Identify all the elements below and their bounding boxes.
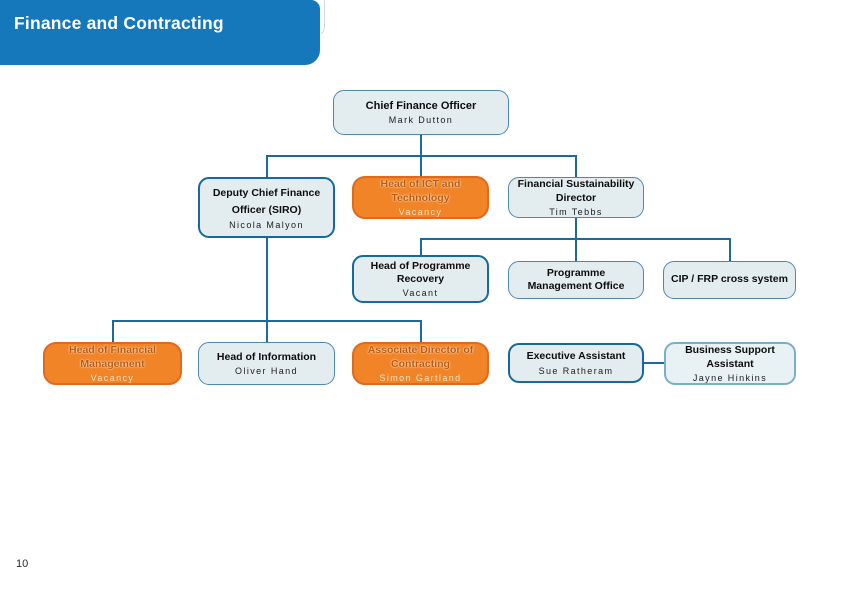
connector-drop-adc	[420, 320, 422, 343]
decorative-curve-line	[308, 0, 325, 38]
connector-drop-fsd	[575, 155, 577, 178]
org-node-head-of-financial-management: Head of Financial Management Vacancy	[43, 342, 182, 385]
page-number: 10	[16, 558, 29, 570]
org-node-head-of-information: Head of Information Oliver Hand	[198, 342, 335, 385]
org-node-cip-frp-cross-system: CIP / FRP cross system	[663, 261, 796, 299]
node-person: Oliver Hand	[235, 366, 298, 377]
node-person: Tim Tebbs	[549, 206, 603, 217]
node-person: Vacancy	[90, 372, 135, 383]
node-title: Chief Finance Officer	[365, 99, 477, 112]
connector-drop-ict	[420, 155, 422, 177]
node-title: Associate Director of Contracting	[367, 344, 474, 370]
node-title: Financial Sustainability Director	[517, 178, 635, 204]
org-node-business-support-assistant: Business Support Assistant Jayne Hinkins	[664, 342, 796, 385]
org-node-head-of-programme-recovery: Head of Programme Recovery Vacant	[352, 255, 489, 303]
node-person: Sue Ratheram	[538, 365, 614, 376]
node-person: Jayne Hinkins	[692, 372, 768, 383]
org-node-financial-sustainability-director: Financial Sustainability Director Tim Te…	[508, 177, 644, 218]
connector-drop-pmo	[575, 238, 577, 262]
node-person: Vacancy	[398, 206, 443, 217]
connector-drop-deputy	[266, 155, 268, 178]
node-title: Executive Assistant	[526, 350, 626, 363]
org-node-deputy-chief-finance-officer: Deputy Chief Finance Officer (SIRO) Nico…	[198, 177, 335, 238]
connector-cfo-down	[420, 135, 422, 157]
node-title: Head of Information	[216, 350, 317, 363]
node-title: Head of Programme Recovery	[370, 259, 471, 285]
org-node-chief-finance-officer: Chief Finance Officer Mark Dutton	[333, 90, 509, 135]
node-person: Mark Dutton	[388, 115, 454, 126]
org-node-head-of-ict-and-technology: Head of ICT and Technology Vacancy	[352, 176, 489, 219]
node-title: CIP / FRP cross system	[671, 273, 788, 286]
org-node-programme-management-office: Programme Management Office	[508, 261, 644, 299]
node-title: Programme Management Office	[527, 266, 625, 292]
connector-drop-hofm	[112, 320, 114, 343]
org-node-associate-director-of-contracting: Associate Director of Contracting Simon …	[352, 342, 489, 385]
connector-drop-hoi	[266, 320, 268, 343]
node-person: Vacant	[402, 288, 439, 299]
page-title-banner: Finance and Contracting	[0, 0, 320, 65]
connector-fsd-down	[575, 218, 577, 240]
node-person: Simon Gartland	[379, 372, 462, 383]
node-title: Deputy Chief Finance Officer (SIRO)	[212, 186, 321, 216]
node-title: Head of ICT and Technology	[380, 178, 461, 204]
page-title: Finance and Contracting	[14, 13, 224, 33]
connector-drop-hopr	[420, 238, 422, 256]
connector-ea-bsa	[644, 362, 665, 364]
node-title: Business Support Assistant	[685, 344, 775, 370]
node-title: Head of Financial Management	[69, 344, 156, 370]
org-node-executive-assistant: Executive Assistant Sue Ratheram	[508, 343, 644, 383]
connector-deputy-down	[266, 238, 268, 322]
node-person: Nicola Malyon	[229, 220, 304, 231]
connector-drop-cip	[729, 238, 731, 262]
